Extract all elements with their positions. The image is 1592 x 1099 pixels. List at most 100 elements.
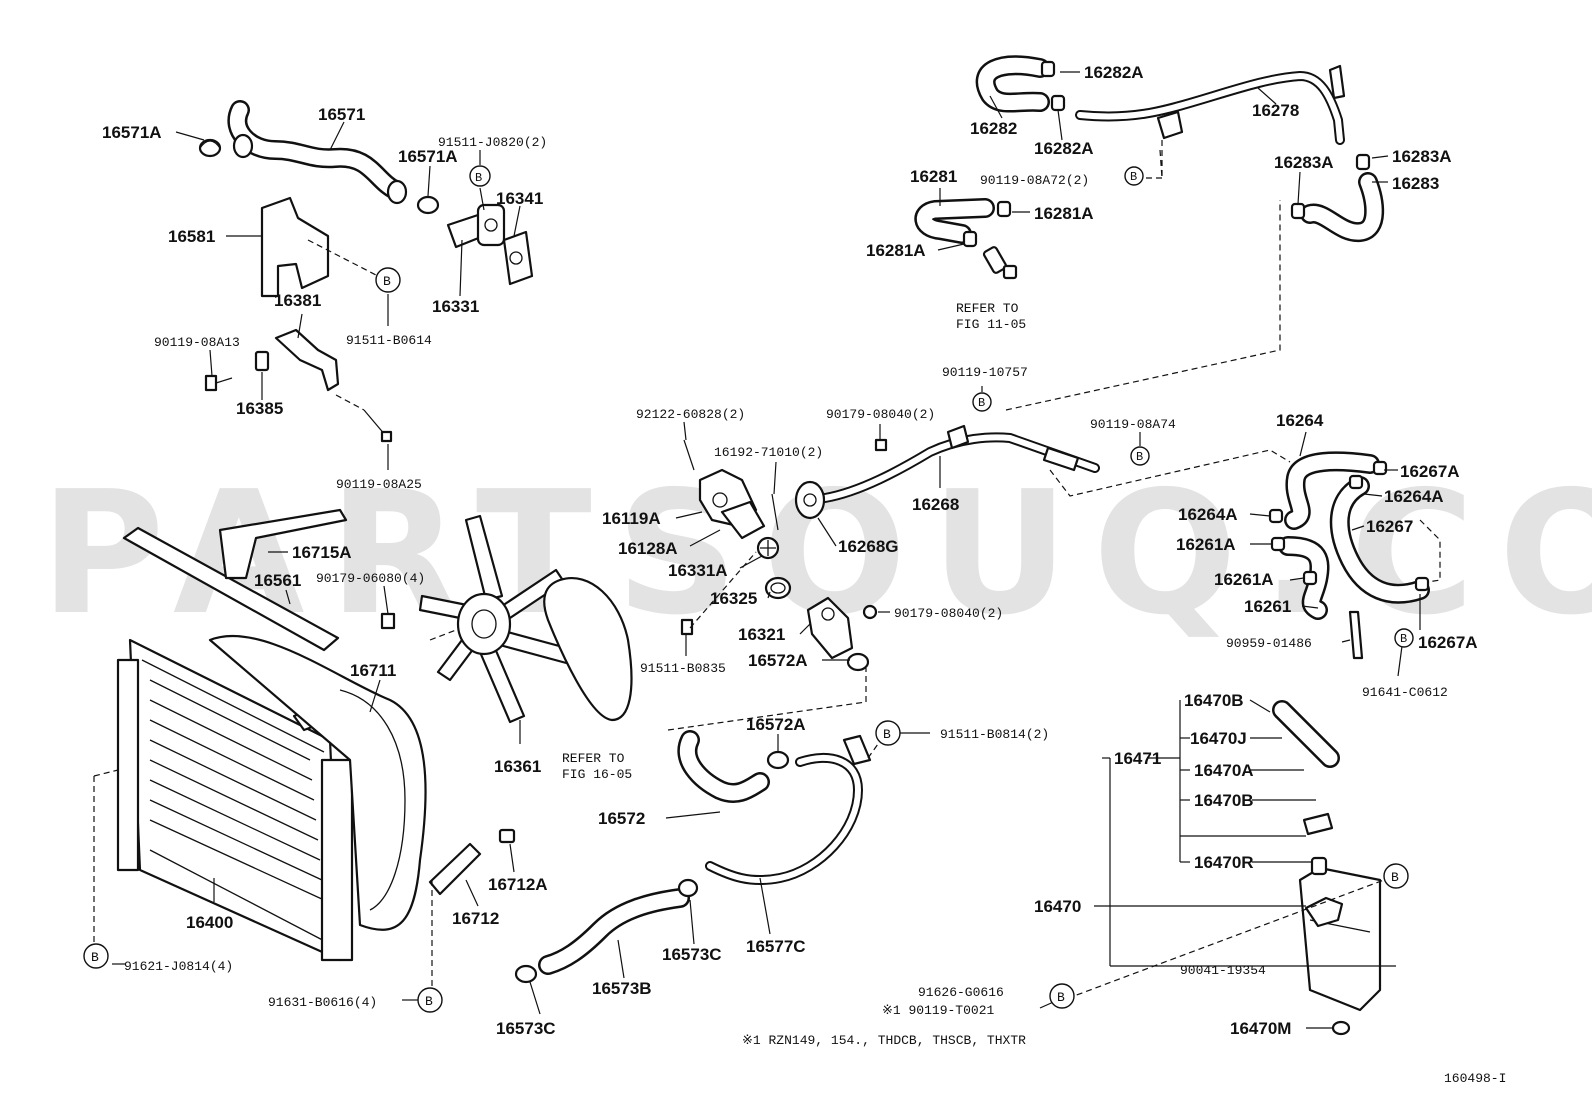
label-90119-08A72: 90119-08A72(2) <box>980 173 1089 188</box>
clamps-16282A <box>1040 60 1066 112</box>
label-16261A-2: 16261A <box>1214 570 1274 589</box>
reservoir-16470 <box>1298 856 1382 1012</box>
label-90119-T0021: ※1 90119-T0021 <box>882 1003 995 1018</box>
label-90119-08A74: 90119-08A74 <box>1090 417 1176 432</box>
label-16261: 16261 <box>1244 597 1291 616</box>
clamp-16571A-right <box>416 195 440 215</box>
label-16281: 16281 <box>910 167 957 186</box>
label-16283A-1: 16283A <box>1274 153 1334 172</box>
bolt-90179-08040-top <box>874 438 888 452</box>
figure-code: 160498-I <box>1444 1071 1506 1086</box>
label-90179-06080: 90179-06080(4) <box>316 571 425 586</box>
label-16573C-1: 16573C <box>662 945 722 964</box>
label-16128A: 16128A <box>618 539 678 558</box>
label-16192-71010: 16192-71010(2) <box>714 445 823 460</box>
stud-16192-71010 <box>771 493 779 531</box>
label-16470B-1: 16470B <box>1184 691 1244 710</box>
hose-16261 <box>1278 536 1330 620</box>
svg-text:B: B <box>425 994 433 1009</box>
label-16281A-1: 16281A <box>1034 204 1094 223</box>
svg-text:B: B <box>1057 990 1065 1005</box>
label-16264: 16264 <box>1276 411 1324 430</box>
label-16572: 16572 <box>598 809 645 828</box>
label-16361: 16361 <box>494 757 541 776</box>
label-16712: 16712 <box>452 909 499 928</box>
label-refer-11-05-a: REFER TO <box>956 301 1019 316</box>
label-91641-C0612: 91641-C0612 <box>1362 685 1448 700</box>
hose-16573B <box>538 888 690 975</box>
label-16325: 16325 <box>710 589 757 608</box>
gasket-16128A <box>720 500 766 540</box>
hose-16264 <box>1284 451 1380 530</box>
clamp-16571A-left <box>198 138 222 158</box>
label-16400: 16400 <box>186 913 233 932</box>
label-refer-16-05-b: FIG 16-05 <box>562 767 632 782</box>
label-16571: 16571 <box>318 105 365 124</box>
bolt-90119-08A13 <box>204 374 233 392</box>
cap-16470M <box>1331 1020 1351 1036</box>
svg-text:B: B <box>1130 170 1137 184</box>
label-16331: 16331 <box>432 297 479 316</box>
valve-refer-11-05 <box>982 246 1018 280</box>
part-labels: 16571A 16571 16571A 91511-J0820(2) 16341… <box>102 63 1506 1086</box>
label-90959-01486: 90959-01486 <box>1226 636 1312 651</box>
label-16119A: 16119A <box>602 509 661 528</box>
label-16470R: 16470R <box>1194 853 1254 872</box>
label-16561: 16561 <box>254 571 301 590</box>
svg-text:B: B <box>1136 450 1143 464</box>
svg-text:B: B <box>383 274 391 289</box>
label-16470J: 16470J <box>1190 729 1247 748</box>
label-90179-08040-b: 90179-08040(2) <box>894 606 1003 621</box>
dashed-refs <box>93 149 1385 1003</box>
label-91511-B0814: 91511-B0814(2) <box>940 727 1049 742</box>
label-16712A: 16712A <box>488 875 548 894</box>
label-16471: 16471 <box>1114 749 1161 768</box>
label-16711: 16711 <box>350 661 396 680</box>
ref-b-91631-B0616: B <box>417 987 443 1013</box>
bracket-16712 <box>428 842 482 896</box>
ref-b-91626-G0616: B <box>1049 983 1075 1009</box>
ref-b-91621-J0814: B <box>83 943 109 969</box>
hose-16283 <box>1290 153 1385 242</box>
label-refer-11-05-b: FIG 11-05 <box>956 317 1026 332</box>
label-16470A: 16470A <box>1194 761 1254 780</box>
ref-b-90119-08A72: B <box>1124 166 1144 186</box>
gasket-16268G <box>794 480 826 520</box>
ref-b-90119-08A74: B <box>1130 446 1150 466</box>
label-16341: 16341 <box>496 189 543 208</box>
label-16715A: 16715A <box>292 543 352 562</box>
label-16572A-2: 16572A <box>746 715 806 734</box>
upper-hose-16571 <box>227 100 408 205</box>
label-16577C: 16577C <box>746 937 806 956</box>
label-91631-B0616: 91631-B0616(4) <box>268 995 377 1010</box>
label-16264A-1: 16264A <box>1384 487 1444 506</box>
stud-92122-60828 <box>683 439 695 471</box>
label-16571A-2: 16571A <box>398 147 458 166</box>
label-16331A: 16331A <box>668 561 728 580</box>
label-refer-16-05-a: REFER TO <box>562 751 625 766</box>
label-90041-19354: 90041-19354 <box>1180 963 1266 978</box>
nut-90179-08040-mid <box>862 604 878 620</box>
clamps-16573C <box>514 878 699 984</box>
hose-16281 <box>914 198 1012 248</box>
svg-text:B: B <box>1400 632 1407 646</box>
water-outlet-16331 <box>446 203 506 249</box>
clamp-16572A-bottom <box>766 750 790 770</box>
label-91511-B0835: 91511-B0835 <box>640 661 726 676</box>
label-16470M: 16470M <box>1230 1019 1291 1038</box>
label-16470B-2: 16470B <box>1194 791 1254 810</box>
bolt-91511-B0835 <box>680 618 694 636</box>
clip-90959-01486 <box>1348 610 1364 660</box>
svg-text:B: B <box>1391 870 1399 885</box>
clip-16712A <box>498 828 516 844</box>
svg-text:B: B <box>91 950 99 965</box>
label-16267A-1: 16267A <box>1400 462 1460 481</box>
hose-16572 <box>677 730 770 803</box>
label-16268G: 16268G <box>838 537 899 556</box>
label-91621-J0814: 91621-J0814(4) <box>124 959 233 974</box>
label-16268: 16268 <box>912 495 959 514</box>
thermostat-16331A <box>756 536 780 560</box>
label-91511-B0614: 91511-B0614 <box>346 333 432 348</box>
label-16385: 16385 <box>236 399 283 418</box>
